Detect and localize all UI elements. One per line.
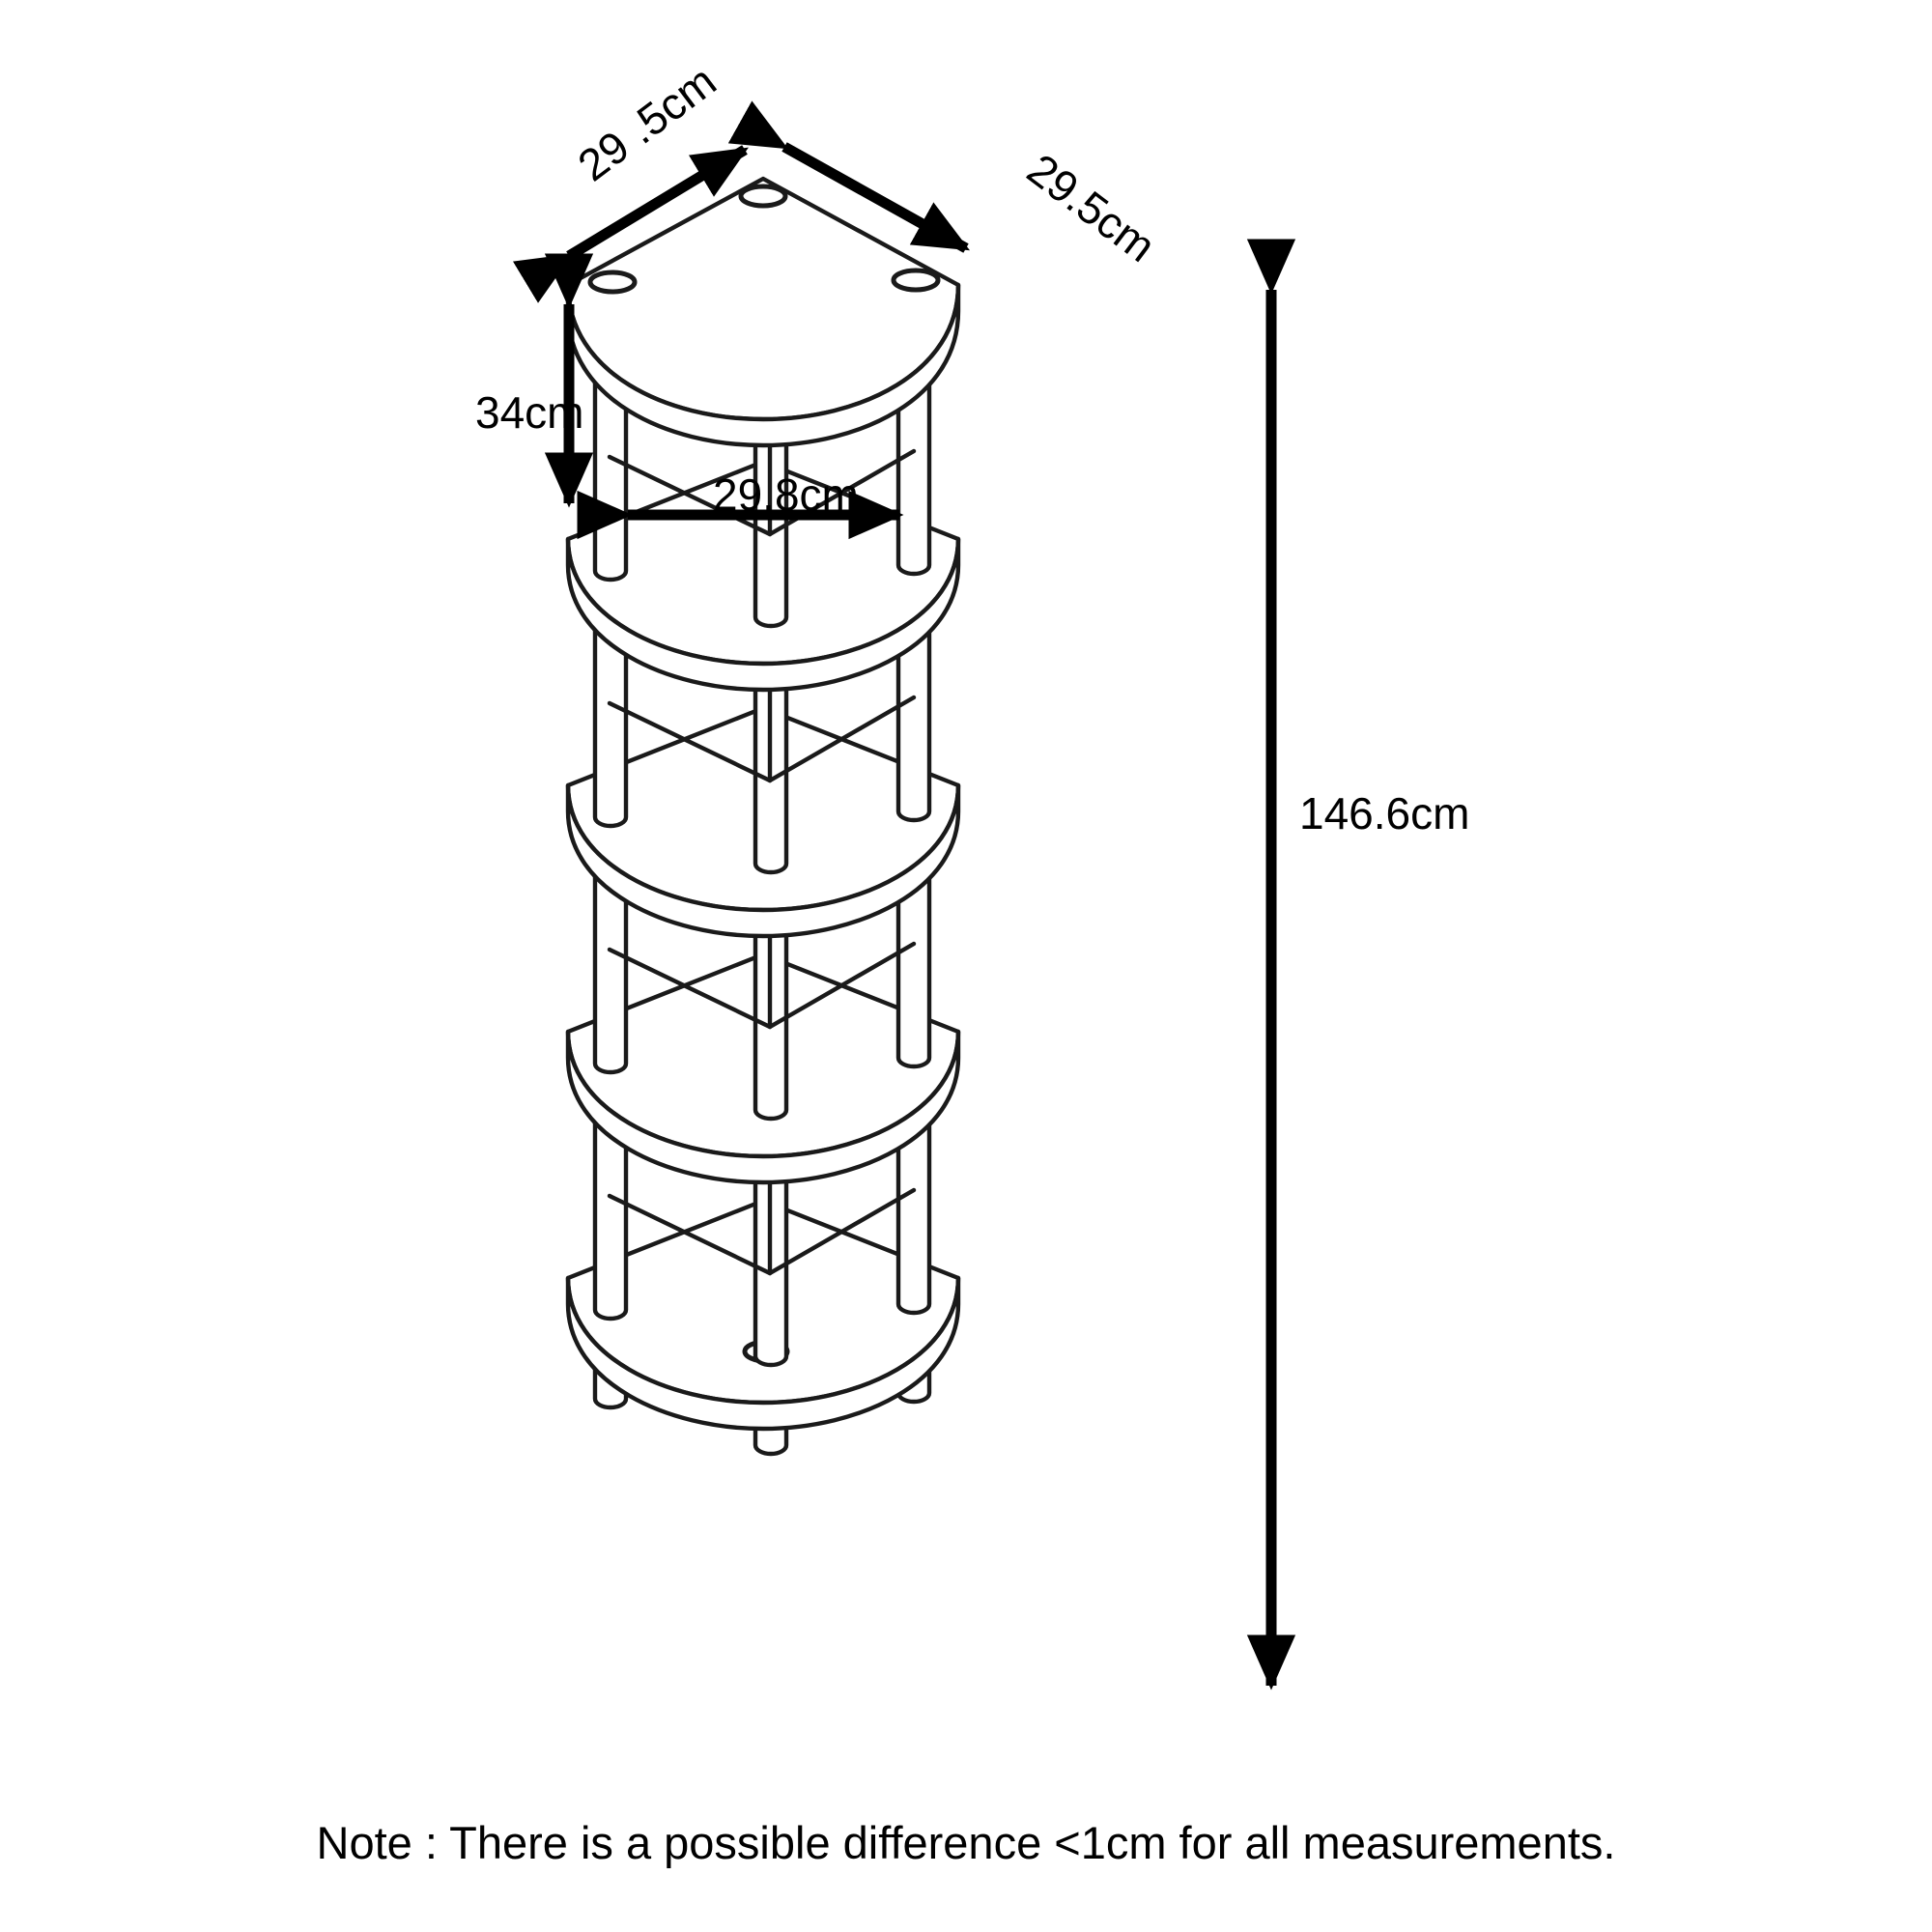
measurement-note: Note : There is a possible difference <1…	[316, 1817, 1616, 1868]
shelf-2-edge-band	[565, 536, 961, 693]
shelf-top-edge-band	[565, 282, 961, 448]
dimension-label-shelf-width: 29.8cm	[713, 469, 859, 520]
dim-arrow-depth-right	[727, 100, 970, 253]
shelf-3-edge-band	[565, 782, 961, 939]
shelf-4-edge-band	[565, 1029, 961, 1185]
dimension-label-shelf-gap: 34cm	[475, 387, 584, 438]
dimension-arrows	[512, 100, 1296, 1690]
dowel-hole	[738, 184, 788, 209]
shelf-unit	[565, 176, 961, 1457]
shelf-bottom-edge-band	[565, 1275, 961, 1432]
dim-arrow-depth-left	[512, 145, 749, 303]
dowel-hole	[891, 268, 941, 293]
dimension-label-total-height: 146.6cm	[1299, 788, 1470, 838]
dowel-hole	[587, 270, 638, 295]
